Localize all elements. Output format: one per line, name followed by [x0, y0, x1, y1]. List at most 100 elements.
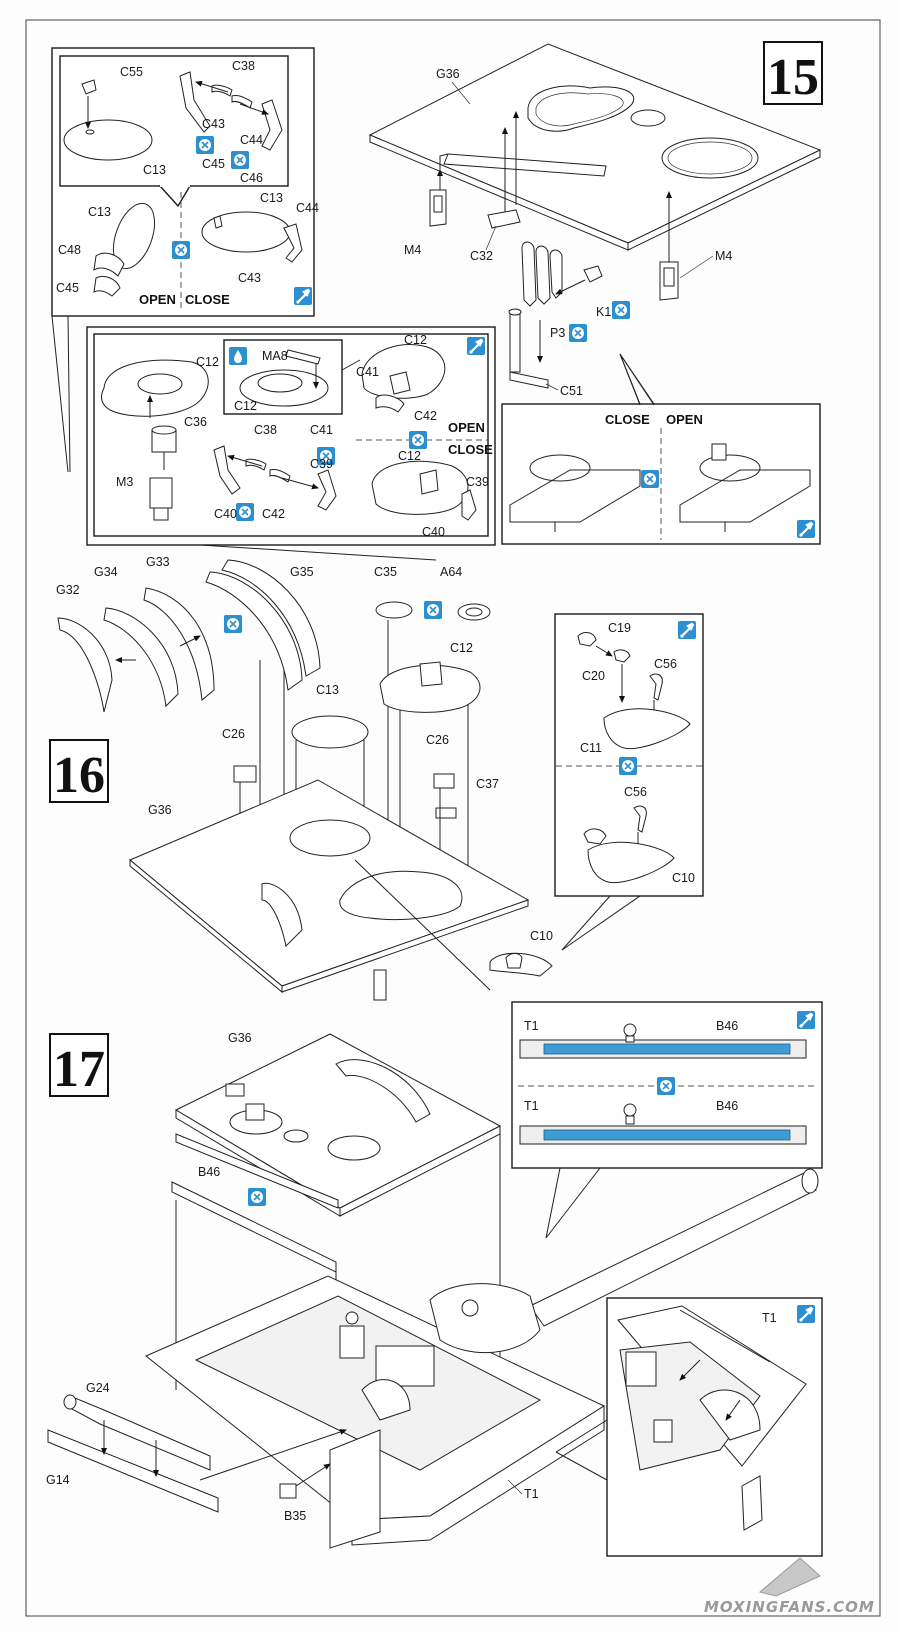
label-c10: C10: [672, 871, 695, 885]
label-t1: T1: [524, 1019, 539, 1033]
label-b35: B35: [284, 1509, 306, 1523]
label-c42: C42: [262, 507, 285, 521]
label-b46: B46: [198, 1165, 220, 1179]
label-g34: G34: [94, 565, 118, 579]
label-c39: C39: [310, 457, 333, 471]
inset-c11-c10: C19 C20 C56 C11 C56 C10: [554, 613, 704, 951]
label-c12: C12: [450, 641, 473, 655]
label-c38: C38: [232, 59, 255, 73]
label-c40: C40: [422, 525, 445, 539]
step-17-badge: 17: [49, 1033, 109, 1098]
label-c44: C44: [296, 201, 319, 215]
inset-t1-detail: T1: [555, 1297, 823, 1557]
label-c13: C13: [260, 191, 283, 205]
label-k1: K1: [596, 305, 611, 319]
label-m4: M4: [404, 243, 421, 257]
label-c13: C13: [143, 163, 166, 177]
close-label: CLOSE: [448, 442, 493, 457]
label-c55: C55: [120, 65, 143, 79]
part-p3: [521, 241, 563, 363]
label-c44: C44: [240, 133, 263, 147]
label-m4: M4: [715, 249, 732, 263]
label-c45: C45: [56, 281, 79, 295]
label-c41: C41: [356, 365, 379, 379]
label-c39: C39: [466, 475, 489, 489]
step-17-number: 17: [53, 1041, 105, 1098]
label-a64: A64: [440, 565, 462, 579]
label-c12: C12: [234, 399, 257, 413]
b46-rail-highlight: [543, 1043, 791, 1055]
label-c43: C43: [202, 117, 225, 131]
label-b46: B46: [716, 1019, 738, 1033]
label-c19: C19: [608, 621, 631, 635]
alternate-parts-icon: [611, 300, 631, 320]
label-c12: C12: [196, 355, 219, 369]
label-g36: G36: [436, 67, 460, 81]
step-17-assembly: G36 B46 G24 G14 B35 T1: [46, 1031, 819, 1549]
open-label: OPEN: [448, 420, 485, 435]
label-b46: B46: [716, 1099, 738, 1113]
step-15-assembly: G36 M4 C32 P3 K1 C51 M4: [368, 43, 822, 398]
watermark: MOXINGFANS.COM: [704, 1557, 875, 1616]
label-c20: C20: [582, 669, 605, 683]
cement-glue-icon: [795, 1303, 817, 1325]
step-16-assembly: G32 G34 G33 G35 C35 A64 C12 C13 C26 C26 …: [56, 555, 553, 1001]
alternate-parts-icon: [235, 502, 255, 522]
label-c13: C13: [316, 683, 339, 697]
label-c43: C43: [238, 271, 261, 285]
label-c12: C12: [404, 333, 427, 347]
inset-c13-hatch: C55 C38 C43 C45 C44 C46 C13 OPEN CLOSE C…: [51, 47, 319, 473]
open-label: OPEN: [666, 412, 703, 427]
label-g35: G35: [290, 565, 314, 579]
inset-b46-rail: T1 B46 T1 B46: [511, 1001, 823, 1239]
label-p3: P3: [550, 326, 565, 340]
alternate-parts-icon: [656, 1076, 676, 1096]
paper-plane-icon: [758, 1557, 821, 1597]
label-c41: C41: [310, 423, 333, 437]
alternate-parts-icon: [640, 469, 660, 489]
close-label: CLOSE: [185, 292, 230, 307]
alternate-parts-icon: [568, 323, 588, 343]
label-c26: C26: [222, 727, 245, 741]
label-c56: C56: [624, 785, 647, 799]
alternate-parts-icon: [618, 756, 638, 776]
label-c12: C12: [398, 449, 421, 463]
cement-glue-icon: [795, 518, 817, 540]
close-label: CLOSE: [605, 412, 650, 427]
step-16-number: 16: [53, 747, 105, 804]
step-15-number: 15: [767, 49, 819, 106]
alternate-parts-icon: [195, 135, 215, 155]
inset-c12-hatch: OPEN CLOSE C12 MA8 C12 C12 C41 C42 C36 M…: [86, 326, 496, 561]
alternate-parts-icon: [171, 240, 191, 260]
label-g14: G14: [46, 1473, 70, 1487]
label-ma8: MA8: [262, 349, 288, 363]
label-g36: G36: [228, 1031, 252, 1045]
label-c56: C56: [654, 657, 677, 671]
step-15-badge: 15: [763, 41, 823, 106]
label-c42: C42: [414, 409, 437, 423]
label-c11: C11: [580, 741, 602, 755]
label-c37: C37: [476, 777, 499, 791]
label-t1: T1: [524, 1487, 539, 1501]
label-g36: G36: [148, 803, 172, 817]
step-16-badge: 16: [49, 739, 109, 804]
watermark-text: MOXINGFANS.COM: [704, 1598, 875, 1616]
cement-glue-icon: [795, 1009, 817, 1031]
b46-rail-highlight: [543, 1129, 791, 1141]
label-c48: C48: [58, 243, 81, 257]
paint-drop-icon: [229, 347, 247, 365]
label-t1: T1: [762, 1311, 777, 1325]
cement-glue-icon: [676, 619, 698, 641]
alternate-parts-icon: [247, 1187, 267, 1207]
part-c51: [508, 308, 549, 389]
cement-glue-icon: [292, 285, 314, 307]
inset-hatch-open-close: CLOSE OPEN: [501, 353, 821, 545]
label-c35: C35: [374, 565, 397, 579]
label-c36: C36: [184, 415, 207, 429]
label-c32: C32: [470, 249, 493, 263]
label-g24: G24: [86, 1381, 110, 1395]
cement-glue-icon: [465, 335, 487, 357]
label-g33: G33: [146, 555, 170, 569]
label-m3: M3: [116, 475, 133, 489]
